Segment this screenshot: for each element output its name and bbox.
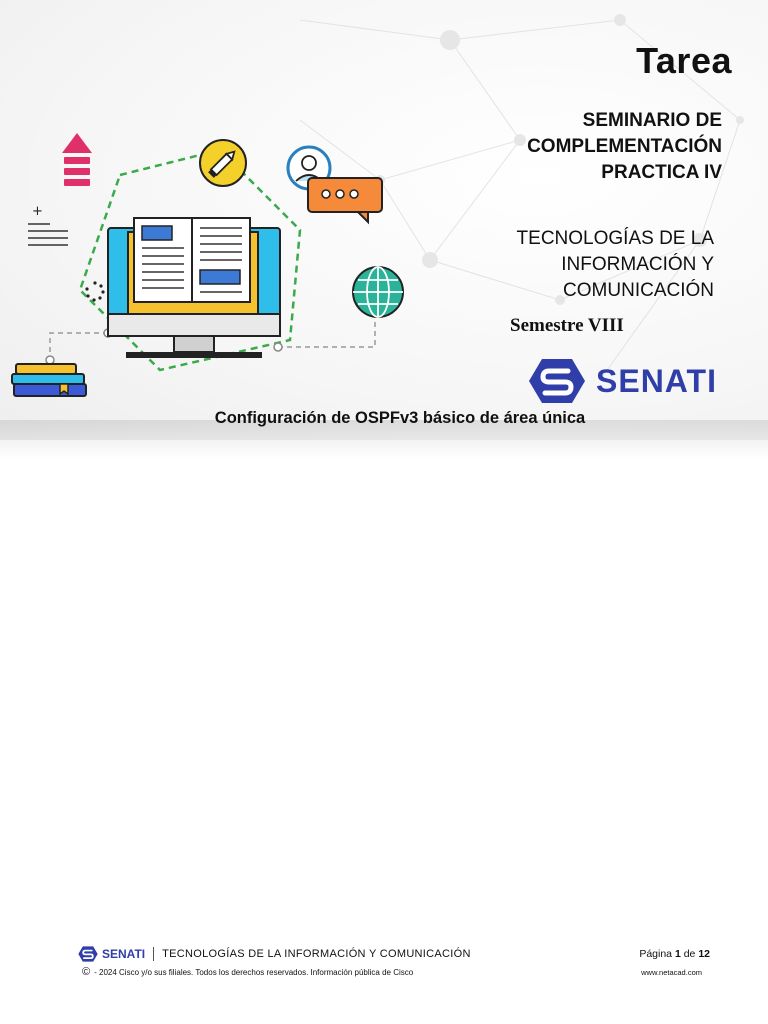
semester-label: Semestre VIII (510, 315, 624, 336)
footer-divider (153, 947, 155, 961)
globe-icon (352, 266, 404, 318)
course-title: SEMINARIO DE COMPLEMENTACIÓN PRACTICA IV (527, 110, 722, 183)
program-name: TECNOLOGÍAS DE LA INFORMACIÓN Y COMUNICA… (516, 228, 714, 301)
copyright-line: © - 2024 Cisco y/o sus filiales. Todos l… (82, 966, 413, 978)
page-of: de (680, 948, 699, 960)
chat-bubble-icon (307, 177, 383, 225)
svg-text:+: + (32, 204, 43, 219)
senati-logo: SENATI (528, 358, 717, 404)
upload-arrow-icon (62, 133, 92, 186)
footer-program: TECNOLOGÍAS DE LA INFORMACIÓN Y COMUNICA… (162, 948, 471, 960)
document-list-icon: + (28, 204, 68, 246)
footer-brand: SENATI (102, 947, 146, 961)
senati-wordmark: SENATI (596, 362, 717, 399)
netacad-url: www.netacad.com (641, 968, 702, 977)
loading-dots-icon (85, 281, 105, 302)
page-number: Página 1 de 12 (639, 948, 710, 960)
footer-senati-logo-icon (78, 946, 98, 962)
open-book-monitor-icon (107, 217, 281, 358)
copyright-text: - 2024 Cisco y/o sus filiales. Todos los… (94, 967, 414, 977)
page-prefix: Página (639, 948, 675, 960)
page-total: 12 (698, 948, 710, 960)
books-icon (11, 363, 87, 397)
copyright-icon: © (82, 966, 91, 978)
senati-s-logo-icon (529, 359, 585, 403)
task-title: Configuración de OSPFv3 básico de área ú… (214, 409, 586, 427)
banner-shadow (0, 420, 768, 460)
document-type-heading: Tarea (636, 40, 732, 81)
footer-left: SENATI TECNOLOGÍAS DE LA INFORMACIÓN Y C… (78, 946, 471, 962)
network-background (299, 14, 744, 381)
cover-banner: + (0, 0, 768, 440)
pencil-icon (199, 139, 247, 187)
page-current: 1 (674, 948, 681, 960)
